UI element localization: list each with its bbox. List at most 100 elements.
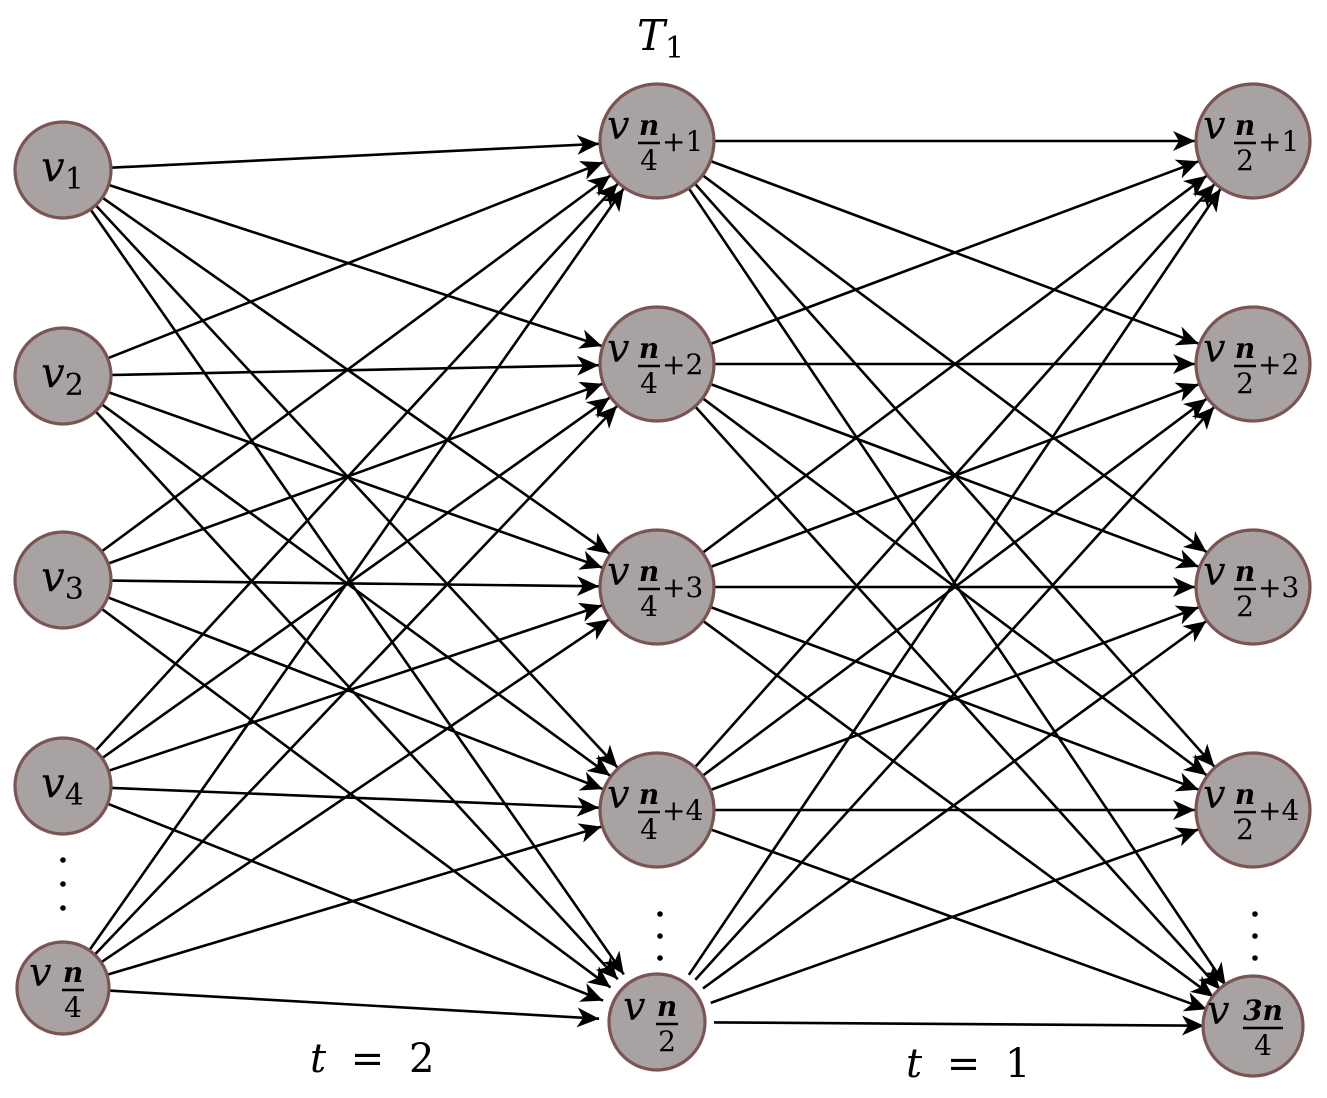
node-circle (598, 82, 716, 200)
edge-col1-node4-to-col2-node2 (101, 396, 611, 760)
node-variable: v (29, 950, 52, 996)
node-col1-1: v1 (13, 120, 113, 220)
node-index-suffix: +2 (1258, 348, 1299, 381)
fraction-numerator: 3n (1243, 994, 1283, 1027)
edge-col1-node3-to-col2-node4 (107, 596, 604, 791)
edge-col1-node4-to-col2-node1 (94, 182, 619, 752)
fraction-denominator: 2 (658, 1025, 676, 1058)
node-circle (13, 530, 113, 630)
node-index-suffix: +3 (1258, 571, 1299, 604)
node-variable: v (41, 142, 65, 191)
edge-col1-node5-to-col2-node3 (100, 618, 610, 964)
time-label-left: t = 2 (310, 1036, 434, 1082)
fraction-numerator: n (639, 332, 659, 365)
node-variable: v (1203, 772, 1226, 818)
node-variable: v (41, 552, 65, 601)
node-circle (15, 940, 111, 1036)
edge-col2-node4-to-col3-node1 (693, 183, 1216, 769)
fraction-denominator: 4 (640, 367, 658, 400)
edges-layer (88, 131, 1227, 1036)
node-circle (13, 326, 113, 426)
fraction-denominator: 2 (1236, 813, 1254, 846)
edge-col2-node5-to-col3-node5 (713, 1015, 1205, 1036)
fraction-numerator: n (1235, 555, 1255, 588)
fraction-numerator: n (639, 109, 659, 142)
node-index-suffix: +4 (1258, 794, 1299, 827)
time-label-right: t = 1 (906, 1041, 1030, 1087)
edge-col1-node1-to-col2-node2 (108, 183, 603, 349)
node-circle (598, 751, 716, 869)
node-col1-2: v2 (13, 326, 113, 426)
edge-col1-node5-to-col2-node5 (108, 989, 600, 1028)
node-label: v3 (41, 552, 84, 607)
edge-col1-node2-to-col2-node3 (107, 390, 603, 570)
edge-col1-node1-to-col2-node3 (101, 196, 611, 555)
fraction-denominator: 2 (1236, 590, 1254, 623)
edge-col1-node4-to-col2-node4 (110, 786, 600, 817)
time-label-right-equals: = (947, 1041, 981, 1087)
node-variable: v (623, 984, 646, 1030)
ellipsis-column-1 (60, 857, 66, 911)
edge-col2-node5-to-col3-node2 (694, 406, 1216, 981)
fraction-numerator: n (1235, 332, 1255, 365)
node-col1-4: v4 (13, 736, 113, 836)
node-circle (13, 736, 113, 836)
edge-col1-node2-to-col2-node2 (110, 355, 600, 377)
fraction-numerator: n (1235, 109, 1255, 142)
edge-col1-node5-to-col2-node2 (93, 405, 618, 956)
edge-col2-node4-to-col3-node2 (701, 397, 1208, 777)
time-label-left-value: 2 (409, 1036, 434, 1082)
edge-col2-node4-to-col3-node3 (709, 605, 1200, 792)
node-variable: v (607, 549, 630, 595)
edge-col2-node3-to-col3-node1 (701, 174, 1208, 554)
node-label: v2 (41, 348, 84, 403)
fraction-numerator: n (639, 555, 659, 588)
fraction-denominator: 2 (1236, 367, 1254, 400)
node-variable: v (41, 348, 65, 397)
edge-col2-node5-to-col3-node3 (702, 620, 1207, 990)
fraction-denominator: 4 (640, 590, 658, 623)
node-index-suffix: +3 (662, 571, 703, 604)
fraction-denominator: 4 (64, 991, 82, 1024)
diagram-title: T1 (637, 11, 684, 66)
edge-col1-node3-to-col2-node1 (100, 174, 612, 553)
node-index-suffix: +4 (662, 794, 703, 827)
time-label-right-variable: t (906, 1041, 923, 1087)
edge-col1-node2-to-col2-node5 (94, 410, 619, 981)
node-index-suffix: +1 (662, 125, 703, 158)
edge-col1-node1-to-col2-node1 (110, 134, 600, 169)
edge-col2-node2-to-col3-node1 (709, 159, 1200, 346)
node-label: v4 (41, 758, 84, 813)
node-circle (598, 305, 716, 423)
fraction-numerator: n (657, 990, 677, 1023)
time-label-left-variable: t (310, 1036, 327, 1082)
fraction-numerator: n (1235, 778, 1255, 811)
node-circle (1194, 82, 1312, 200)
edge-col2-node5-to-col3-node4 (710, 827, 1199, 1005)
time-label-left-equals: = (351, 1036, 385, 1082)
title-letter: T (637, 11, 668, 60)
fraction-denominator: 4 (640, 813, 658, 846)
edge-col1-node4-to-col2-node5 (107, 802, 604, 1002)
node-label: v1 (41, 142, 84, 197)
node-variable: v (41, 758, 65, 807)
node-variable: v (607, 103, 630, 149)
edge-col1-node5-to-col2-node4 (106, 823, 602, 977)
node-subscript: 1 (65, 162, 84, 197)
node-circle (607, 972, 707, 1072)
ellipsis-column-2 (657, 911, 663, 961)
node-variable: v (1203, 549, 1226, 595)
node-variable: v (1207, 988, 1230, 1034)
edge-col1-node2-to-col2-node1 (107, 161, 604, 360)
title-subscript: 1 (665, 31, 684, 66)
